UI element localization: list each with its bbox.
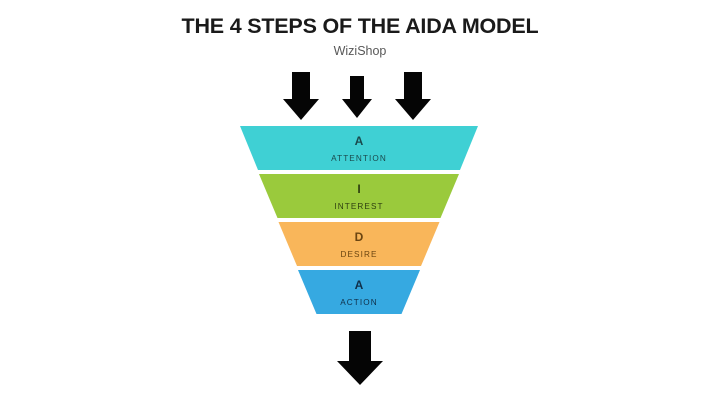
funnel-segment-desire[interactable]: D DESIRE (278, 222, 440, 266)
funnel-segment-label: ACTION (340, 298, 378, 307)
funnel-segment-letter: A (355, 278, 364, 292)
page-subtitle: WiziShop (333, 44, 387, 58)
down-arrow-icon (342, 76, 372, 118)
funnel-outflow-arrow (337, 331, 383, 385)
funnel-segment-letter: I (357, 182, 360, 196)
page-title: THE 4 STEPS OF THE AIDA MODEL (181, 14, 539, 38)
funnel-inflow-arrows (283, 72, 431, 120)
funnel-segment-letter: A (355, 134, 364, 148)
funnel-segment-interest[interactable]: I INTEREST (259, 174, 459, 218)
funnel-segment-attention[interactable]: A ATTENTION (240, 126, 478, 170)
funnel-segment-action[interactable]: A ACTION (298, 270, 420, 314)
down-arrow-icon (283, 72, 319, 120)
funnel-segment-label: ATTENTION (331, 154, 387, 163)
funnel-segment-letter: D (355, 230, 364, 244)
funnel-segments: A ATTENTION I INTEREST D DESIRE A ACTION (240, 126, 478, 314)
funnel-segment-label: DESIRE (340, 250, 377, 259)
down-arrow-icon (337, 331, 383, 385)
funnel-segment-label: INTEREST (334, 202, 383, 211)
down-arrow-icon (395, 72, 431, 120)
